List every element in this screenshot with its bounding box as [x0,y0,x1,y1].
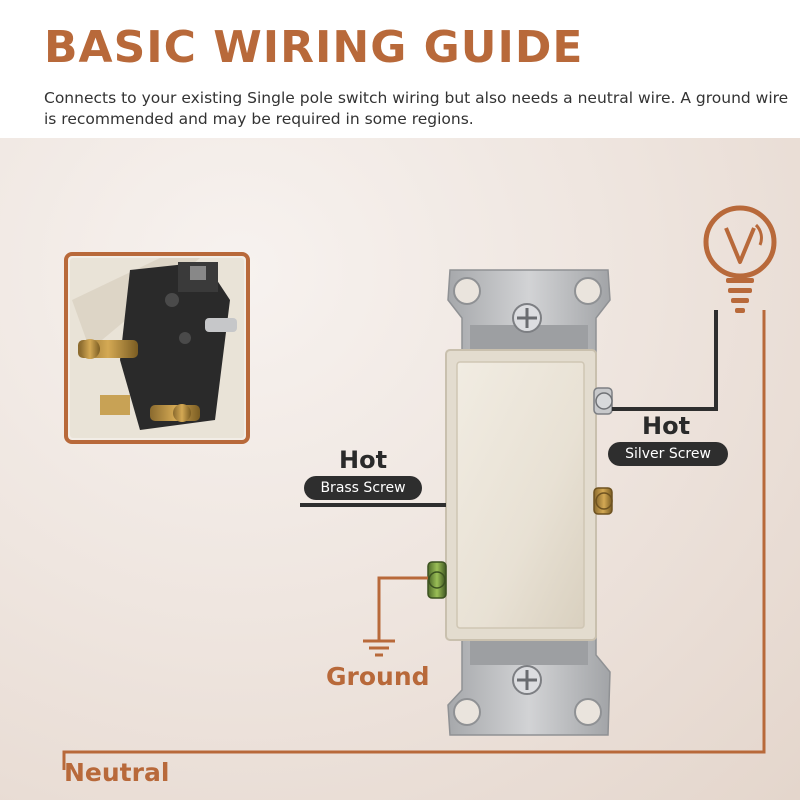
inset-photo [64,252,250,444]
ground-screw-terminal [427,561,447,599]
neutral-wire [62,310,766,770]
hot-wire-right [612,310,718,411]
silver-screw-label: Silver Screw [608,442,728,466]
header: BASIC WIRING GUIDE Connects to your exis… [0,0,800,138]
ground-wire [377,576,428,640]
wires [62,310,766,770]
switch-body [445,349,597,641]
brass-screw-terminal [593,487,613,515]
mounting-screw-top [512,303,542,333]
light-bulb-icon [703,205,777,313]
mounting-screw-bottom [512,665,542,695]
silver-screw-terminal [593,387,613,415]
hot-label-left: Hot [339,446,388,474]
hot-label-right: Hot [642,412,691,440]
ground-label: Ground [326,662,430,691]
neutral-label: Neutral [64,758,170,787]
ground-symbol-icon [363,639,395,657]
page-subtitle: Connects to your existing Single pole sw… [44,89,789,128]
diagram-area [0,138,800,800]
page-title: BASIC WIRING GUIDE [44,22,584,73]
brass-screw-label: Brass Screw [304,476,422,500]
